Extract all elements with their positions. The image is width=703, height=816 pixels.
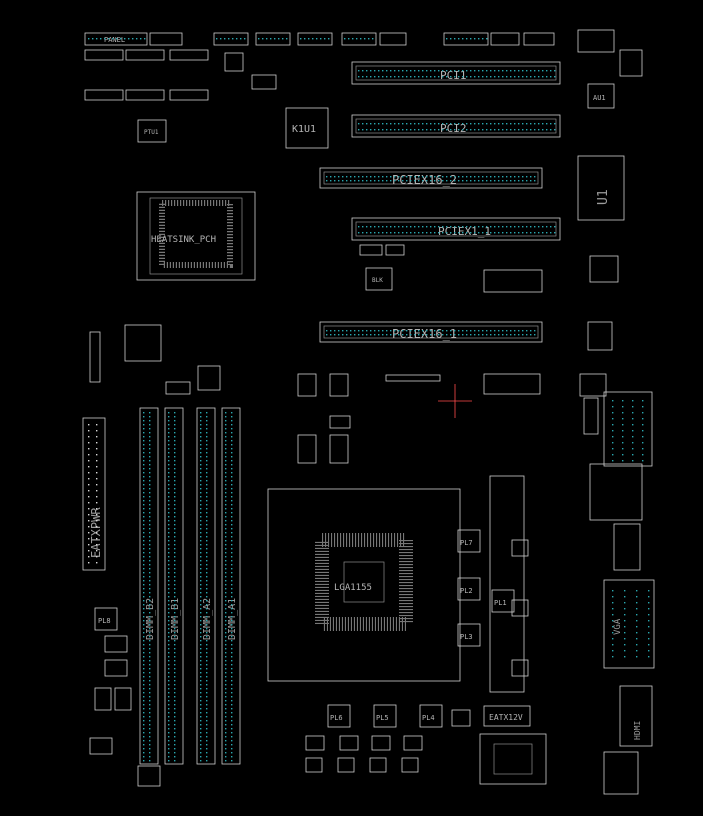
pl7-label: PL7 bbox=[460, 539, 473, 547]
cursor-crosshair bbox=[438, 384, 472, 418]
ptu1-chip: PTU1 bbox=[137, 119, 167, 143]
hdmi-label: HDMI bbox=[633, 721, 642, 740]
eatx12v-connector: EATX12V bbox=[483, 705, 531, 727]
dimm-a1-label: DIMM_A1 bbox=[227, 598, 238, 640]
pciex16-1-slot: PCIEX16_1 bbox=[319, 321, 543, 343]
pci1-label: PCI1 bbox=[440, 69, 467, 82]
pl1-inductor: PL1 bbox=[491, 589, 515, 613]
dimm-a1-slot: DIMM_A1 bbox=[221, 407, 241, 765]
k1u1-chip: K1U1 bbox=[285, 107, 329, 149]
pciex16-2-label: PCIEX16_2 bbox=[392, 173, 457, 187]
dimm-b1-label: DIMM_B1 bbox=[170, 598, 181, 640]
pci1-slot: PCI1 bbox=[351, 61, 561, 85]
left-comp-4 bbox=[114, 687, 132, 711]
pl7-inductor: PL7 bbox=[457, 529, 481, 553]
mid-components: BLK bbox=[124, 244, 619, 464]
u1-chip: U1 bbox=[577, 155, 625, 221]
dimm-b1-slot: DIMM_B1 bbox=[164, 407, 184, 765]
vga-connector: VGA bbox=[603, 579, 655, 669]
vrm-bottom: PL6 PL5 PL4 bbox=[305, 704, 471, 773]
pl2-label: PL2 bbox=[460, 587, 473, 595]
u1-label: U1 bbox=[596, 189, 611, 205]
ptu1-label: PTU1 bbox=[144, 129, 159, 136]
pl4-inductor: PL4 bbox=[419, 704, 443, 728]
bottom-right-chip bbox=[479, 733, 547, 785]
dimm-b2-slot: DIMM_B2 bbox=[139, 407, 159, 765]
pciex16-2-slot: PCIEX16_2 bbox=[319, 167, 543, 189]
dimm-b2-label: DIMM_B2 bbox=[145, 598, 156, 640]
pl6-label: PL6 bbox=[330, 714, 343, 722]
pl2-inductor: PL2 bbox=[457, 577, 481, 601]
au1-label: AU1 bbox=[593, 94, 606, 102]
hdmi-connector: HDMI bbox=[619, 685, 653, 747]
pciex1-1-slot: PCIEX1_1 bbox=[351, 217, 561, 241]
au1-chip: AU1 bbox=[587, 83, 615, 109]
pl5-label: PL5 bbox=[376, 714, 389, 722]
pciex1-1-label: PCIEX1_1 bbox=[438, 225, 491, 238]
dimm-a2-label: DIMM_A2 bbox=[202, 598, 213, 640]
pl5-inductor: PL5 bbox=[373, 704, 397, 728]
pciex16-1-label: PCIEX16_1 bbox=[392, 327, 457, 341]
vga-label: VGA bbox=[613, 618, 623, 635]
cpu-label: LGA1155 bbox=[334, 583, 372, 593]
left-bottom-chip bbox=[137, 765, 161, 787]
dimm-a2-slot: DIMM_A2 bbox=[196, 407, 216, 765]
rear-io: VGA HDMI bbox=[579, 373, 655, 795]
top-header-connectors: PANEL bbox=[84, 32, 555, 101]
left-header bbox=[89, 331, 101, 383]
vrm-right: PL7 PL2 PL3 PL1 bbox=[457, 475, 529, 693]
heatsink-pch-label: HEATSINK_PCH bbox=[151, 235, 216, 245]
left-comp-2 bbox=[104, 659, 128, 677]
pl4-label: PL4 bbox=[422, 714, 435, 722]
pci2-label: PCI2 bbox=[440, 122, 467, 135]
pl8-label: PL8 bbox=[98, 617, 111, 625]
left-comp-5 bbox=[89, 737, 113, 755]
k1u1-label: K1U1 bbox=[292, 124, 316, 135]
pch-heatsink: HEATSINK_PCH bbox=[136, 191, 256, 281]
top-right-connector bbox=[577, 29, 615, 53]
pl3-label: PL3 bbox=[460, 633, 473, 641]
left-comp-1 bbox=[104, 635, 128, 653]
eatx12v-label: EATX12V bbox=[489, 713, 523, 722]
pin-pads bbox=[88, 38, 650, 762]
panel-label: PANEL bbox=[104, 36, 125, 44]
pl6-inductor: PL6 bbox=[327, 704, 351, 728]
top-right-block bbox=[619, 49, 643, 77]
pci2-slot: PCI2 bbox=[351, 114, 561, 138]
pl8-inductor: PL8 bbox=[94, 607, 118, 631]
pl3-inductor: PL3 bbox=[457, 623, 481, 647]
left-comp-3 bbox=[94, 687, 112, 711]
pl1-label: PL1 bbox=[494, 599, 507, 607]
cpu-socket: LGA1155 bbox=[267, 488, 461, 682]
blk-label: BLK bbox=[372, 277, 383, 284]
